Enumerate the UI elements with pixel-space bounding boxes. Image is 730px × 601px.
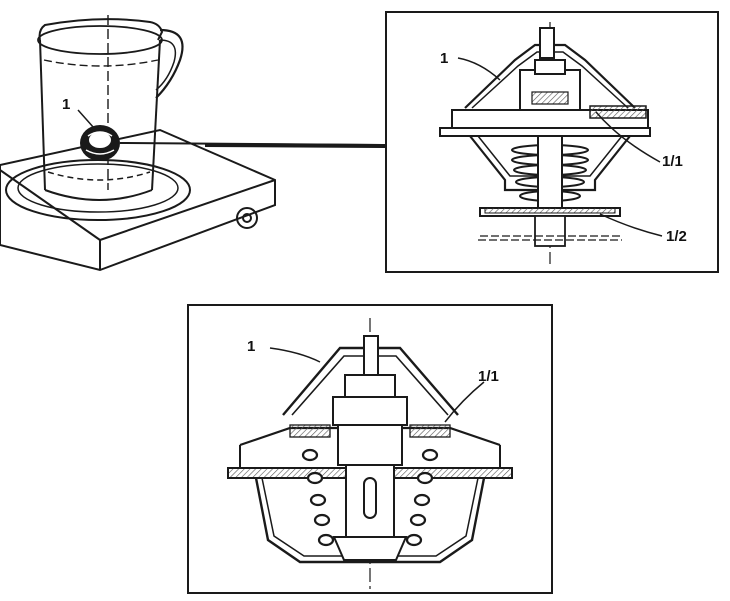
jug-part-label: 1 [62, 96, 71, 113]
detail-part-label: 1 [440, 50, 449, 67]
cross-section-leaders [269, 347, 485, 423]
cross-section-part-label: 1 [247, 338, 256, 355]
cross-section-thermostat [227, 318, 513, 590]
cross-section-valve-label: 1/1 [478, 368, 499, 385]
hot-plate [0, 128, 276, 272]
detail-leaders [457, 57, 663, 237]
detail-thermostat [439, 22, 651, 265]
jug-part-leader [77, 109, 95, 129]
detail-valve-label: 1/1 [662, 153, 683, 170]
detail-plate-label: 1/2 [666, 228, 687, 245]
plate-knob [236, 207, 258, 229]
cross-section-spring [301, 448, 439, 547]
thermostat-in-jug [80, 125, 120, 161]
measuring-jug [37, 15, 184, 201]
